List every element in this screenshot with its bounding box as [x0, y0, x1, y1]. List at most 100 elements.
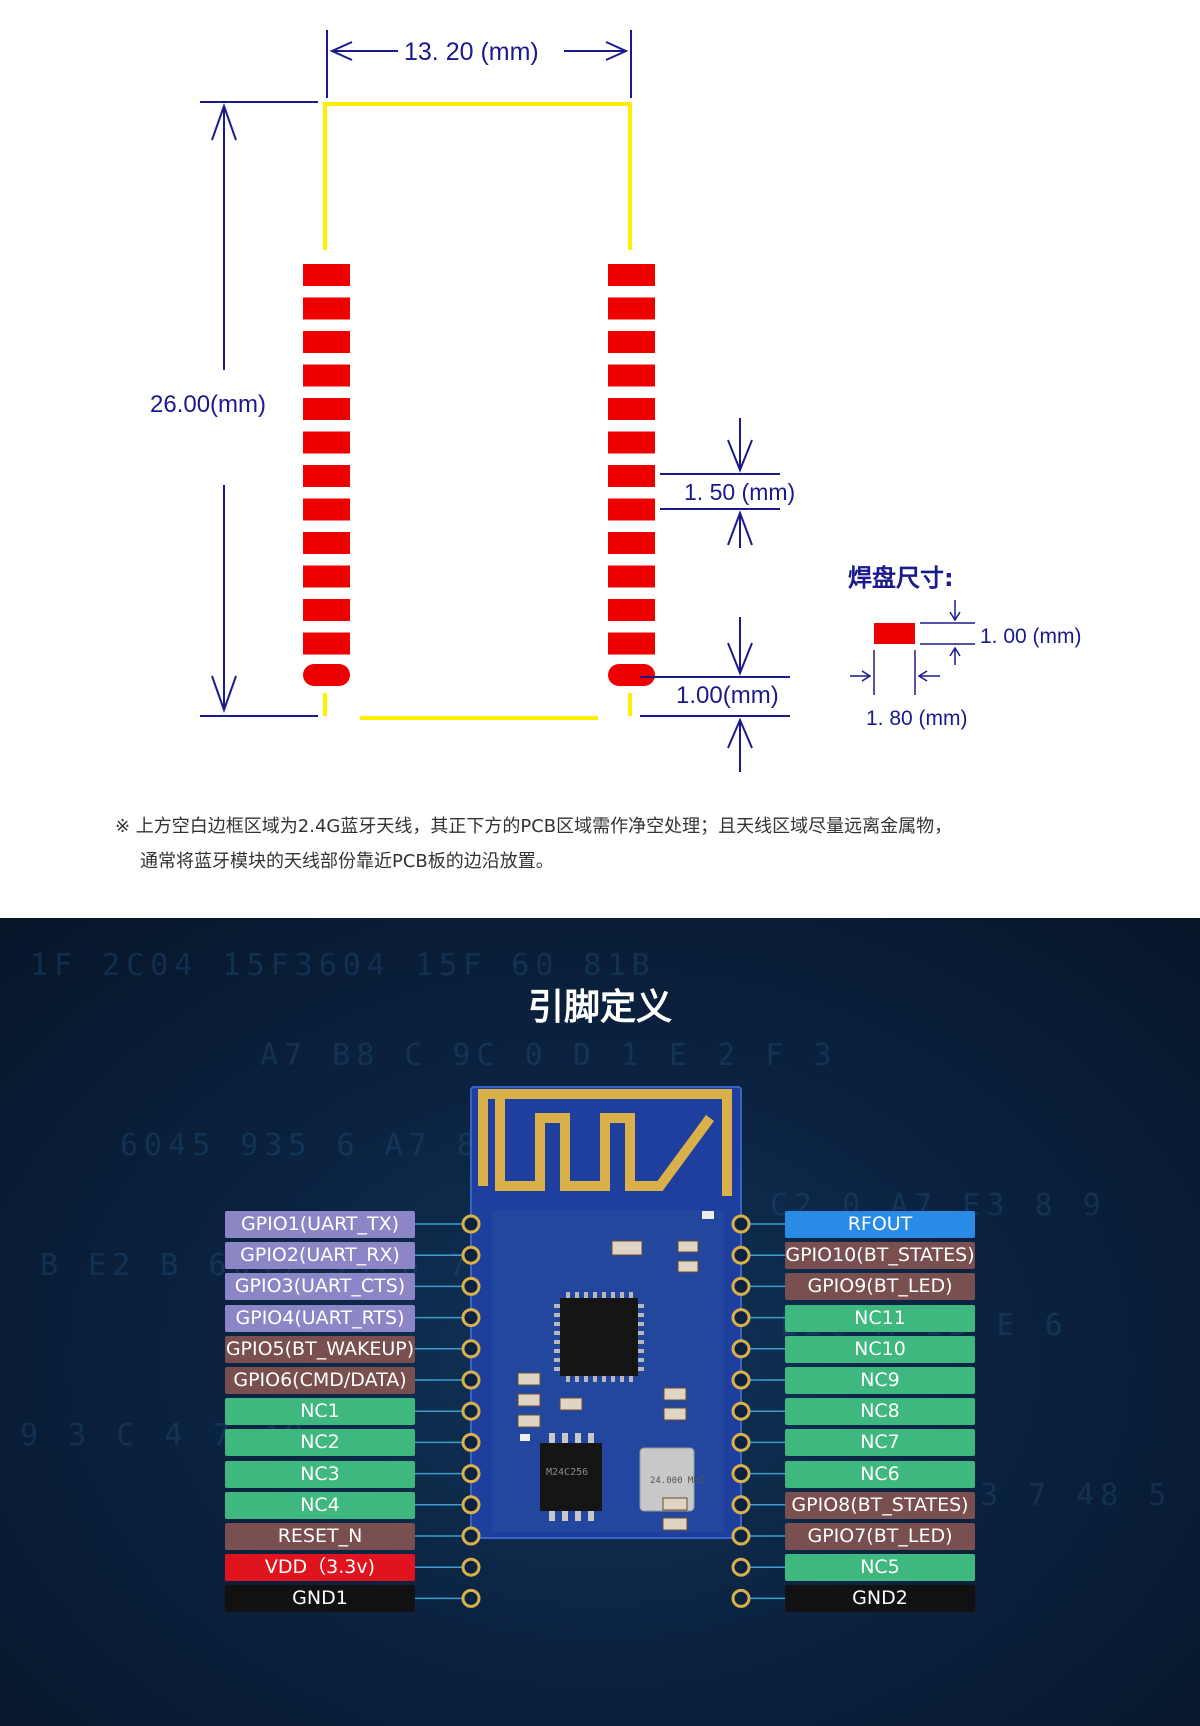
solder-pad [303, 331, 350, 353]
chip-pin [638, 1304, 644, 1308]
pin-leader-lines [415, 1214, 785, 1608]
chip-pin [602, 1292, 606, 1298]
castellated-pad [461, 1308, 481, 1328]
solder-pad [303, 364, 350, 387]
bluetooth-module-illustration: M24C256 24.000 MHZ [415, 1086, 785, 1608]
left-pin-label: GPIO3(UART_CTS) [225, 1273, 415, 1301]
pitch-dimension-label: 1. 50 (mm) [684, 479, 795, 505]
castellated-pad [731, 1276, 751, 1296]
passive-components [517, 1240, 699, 1531]
chip-pin [554, 1340, 560, 1344]
chip-pin [629, 1292, 633, 1298]
castellated-pad [731, 1245, 751, 1265]
chip-pin [566, 1376, 570, 1382]
solder-pad-round [303, 664, 350, 686]
chip-pin [638, 1331, 644, 1335]
chip-pin [575, 1376, 579, 1382]
pin-definition-section: 1F 2C04 15F3604 15F 60 81B A7 B8 C 9C 0 … [0, 918, 1200, 1726]
solder-pad [608, 532, 655, 554]
castellated-pad [461, 1588, 481, 1608]
castellated-pad [731, 1557, 751, 1577]
chip-pin [620, 1292, 624, 1298]
solder-pad [608, 431, 655, 454]
solder-pad [608, 599, 655, 621]
module-outline [323, 102, 632, 720]
left-pin-label: GND1 [225, 1585, 415, 1613]
flash-chip-pins [549, 1433, 594, 1521]
solder-pad [608, 297, 655, 320]
solder-pad [608, 465, 655, 487]
left-pin-label: NC2 [225, 1429, 415, 1457]
solder-pad [303, 465, 350, 487]
castellated-pad [731, 1588, 751, 1608]
crystal [639, 1447, 695, 1512]
edge-dimension [640, 617, 790, 772]
solder-pad-round [608, 664, 655, 686]
chip-pin [593, 1292, 597, 1298]
chip-pin [554, 1322, 560, 1326]
chip-pin [566, 1292, 570, 1298]
solder-pad [303, 398, 350, 420]
castellated-pad [461, 1245, 481, 1265]
main-chip [560, 1298, 638, 1376]
pcb-antenna-trace [478, 1089, 732, 1196]
chip-pin [602, 1376, 606, 1382]
right-pin-label: NC10 [785, 1335, 975, 1363]
antenna-note-line-2: 通常将蓝牙模块的天线部份靠近PCB板的边沿放置。 [140, 851, 554, 872]
chip-pin [575, 1433, 581, 1443]
castellated-pad [461, 1526, 481, 1546]
background-code-texture: 1F 2C04 15F3604 15F 60 81B [30, 948, 656, 983]
solder-pad [608, 632, 655, 655]
width-dimension-label: 13. 20 (mm) [404, 38, 539, 66]
chip-pin [549, 1433, 555, 1443]
chip-pin [554, 1331, 560, 1335]
castellated-pad [731, 1526, 751, 1546]
flash-chip-marking: M24C256 [546, 1467, 588, 1478]
chip-pin [562, 1511, 568, 1521]
solder-pad [608, 364, 655, 387]
right-pin-label: NC9 [785, 1367, 975, 1394]
pad-marks [520, 1211, 714, 1441]
castellated-pad [461, 1464, 481, 1484]
solder-pad [608, 498, 655, 521]
chip-pin [549, 1511, 555, 1521]
section-title: 引脚定义 [527, 987, 672, 1028]
chip-pin [611, 1376, 615, 1382]
castellated-pad [461, 1557, 481, 1577]
chip-pin [554, 1304, 560, 1308]
pad-size-dimension [850, 600, 975, 695]
chip-pin [620, 1376, 624, 1382]
castellated-pad [731, 1214, 751, 1234]
left-pin-label: VDD（3.3v) [225, 1554, 415, 1582]
castellated-pad [461, 1214, 481, 1234]
chip-pin [638, 1340, 644, 1344]
left-pin-label: GPIO2(UART_RX) [225, 1242, 415, 1270]
chip-pin [593, 1376, 597, 1382]
solder-pad [303, 498, 350, 521]
solder-pad [303, 431, 350, 454]
castellated-pad [731, 1339, 751, 1359]
main-chip-pins [554, 1292, 644, 1382]
solder-pad [608, 398, 655, 420]
right-pin-label: NC5 [785, 1554, 975, 1582]
left-pin-label: GPIO1(UART_TX) [225, 1211, 415, 1238]
pad-sample [874, 623, 915, 644]
background-code-texture: 3 7 48 5 [980, 1478, 1173, 1513]
flash-chip [540, 1443, 602, 1511]
chip-pin [638, 1313, 644, 1317]
solder-pad [303, 297, 350, 320]
pitch-dimension [660, 418, 780, 548]
solder-pad [303, 565, 350, 588]
pad-width-label: 1. 80 (mm) [866, 707, 968, 730]
chip-pin [584, 1376, 588, 1382]
castellated-pad [461, 1339, 481, 1359]
solder-pad [608, 264, 655, 286]
castellated-pad [731, 1464, 751, 1484]
solder-pad [303, 632, 350, 655]
chip-pin [588, 1511, 594, 1521]
edge-dimension-label: 1.00(mm) [676, 682, 779, 709]
chip-pin [562, 1433, 568, 1443]
right-pin-label: NC7 [785, 1429, 975, 1457]
dimension-drawing: 13. 20 (mm) 26.00(mm) 1. 50 (mm) [150, 30, 1082, 772]
right-pin-label: GPIO9(BT_LED) [785, 1273, 975, 1301]
